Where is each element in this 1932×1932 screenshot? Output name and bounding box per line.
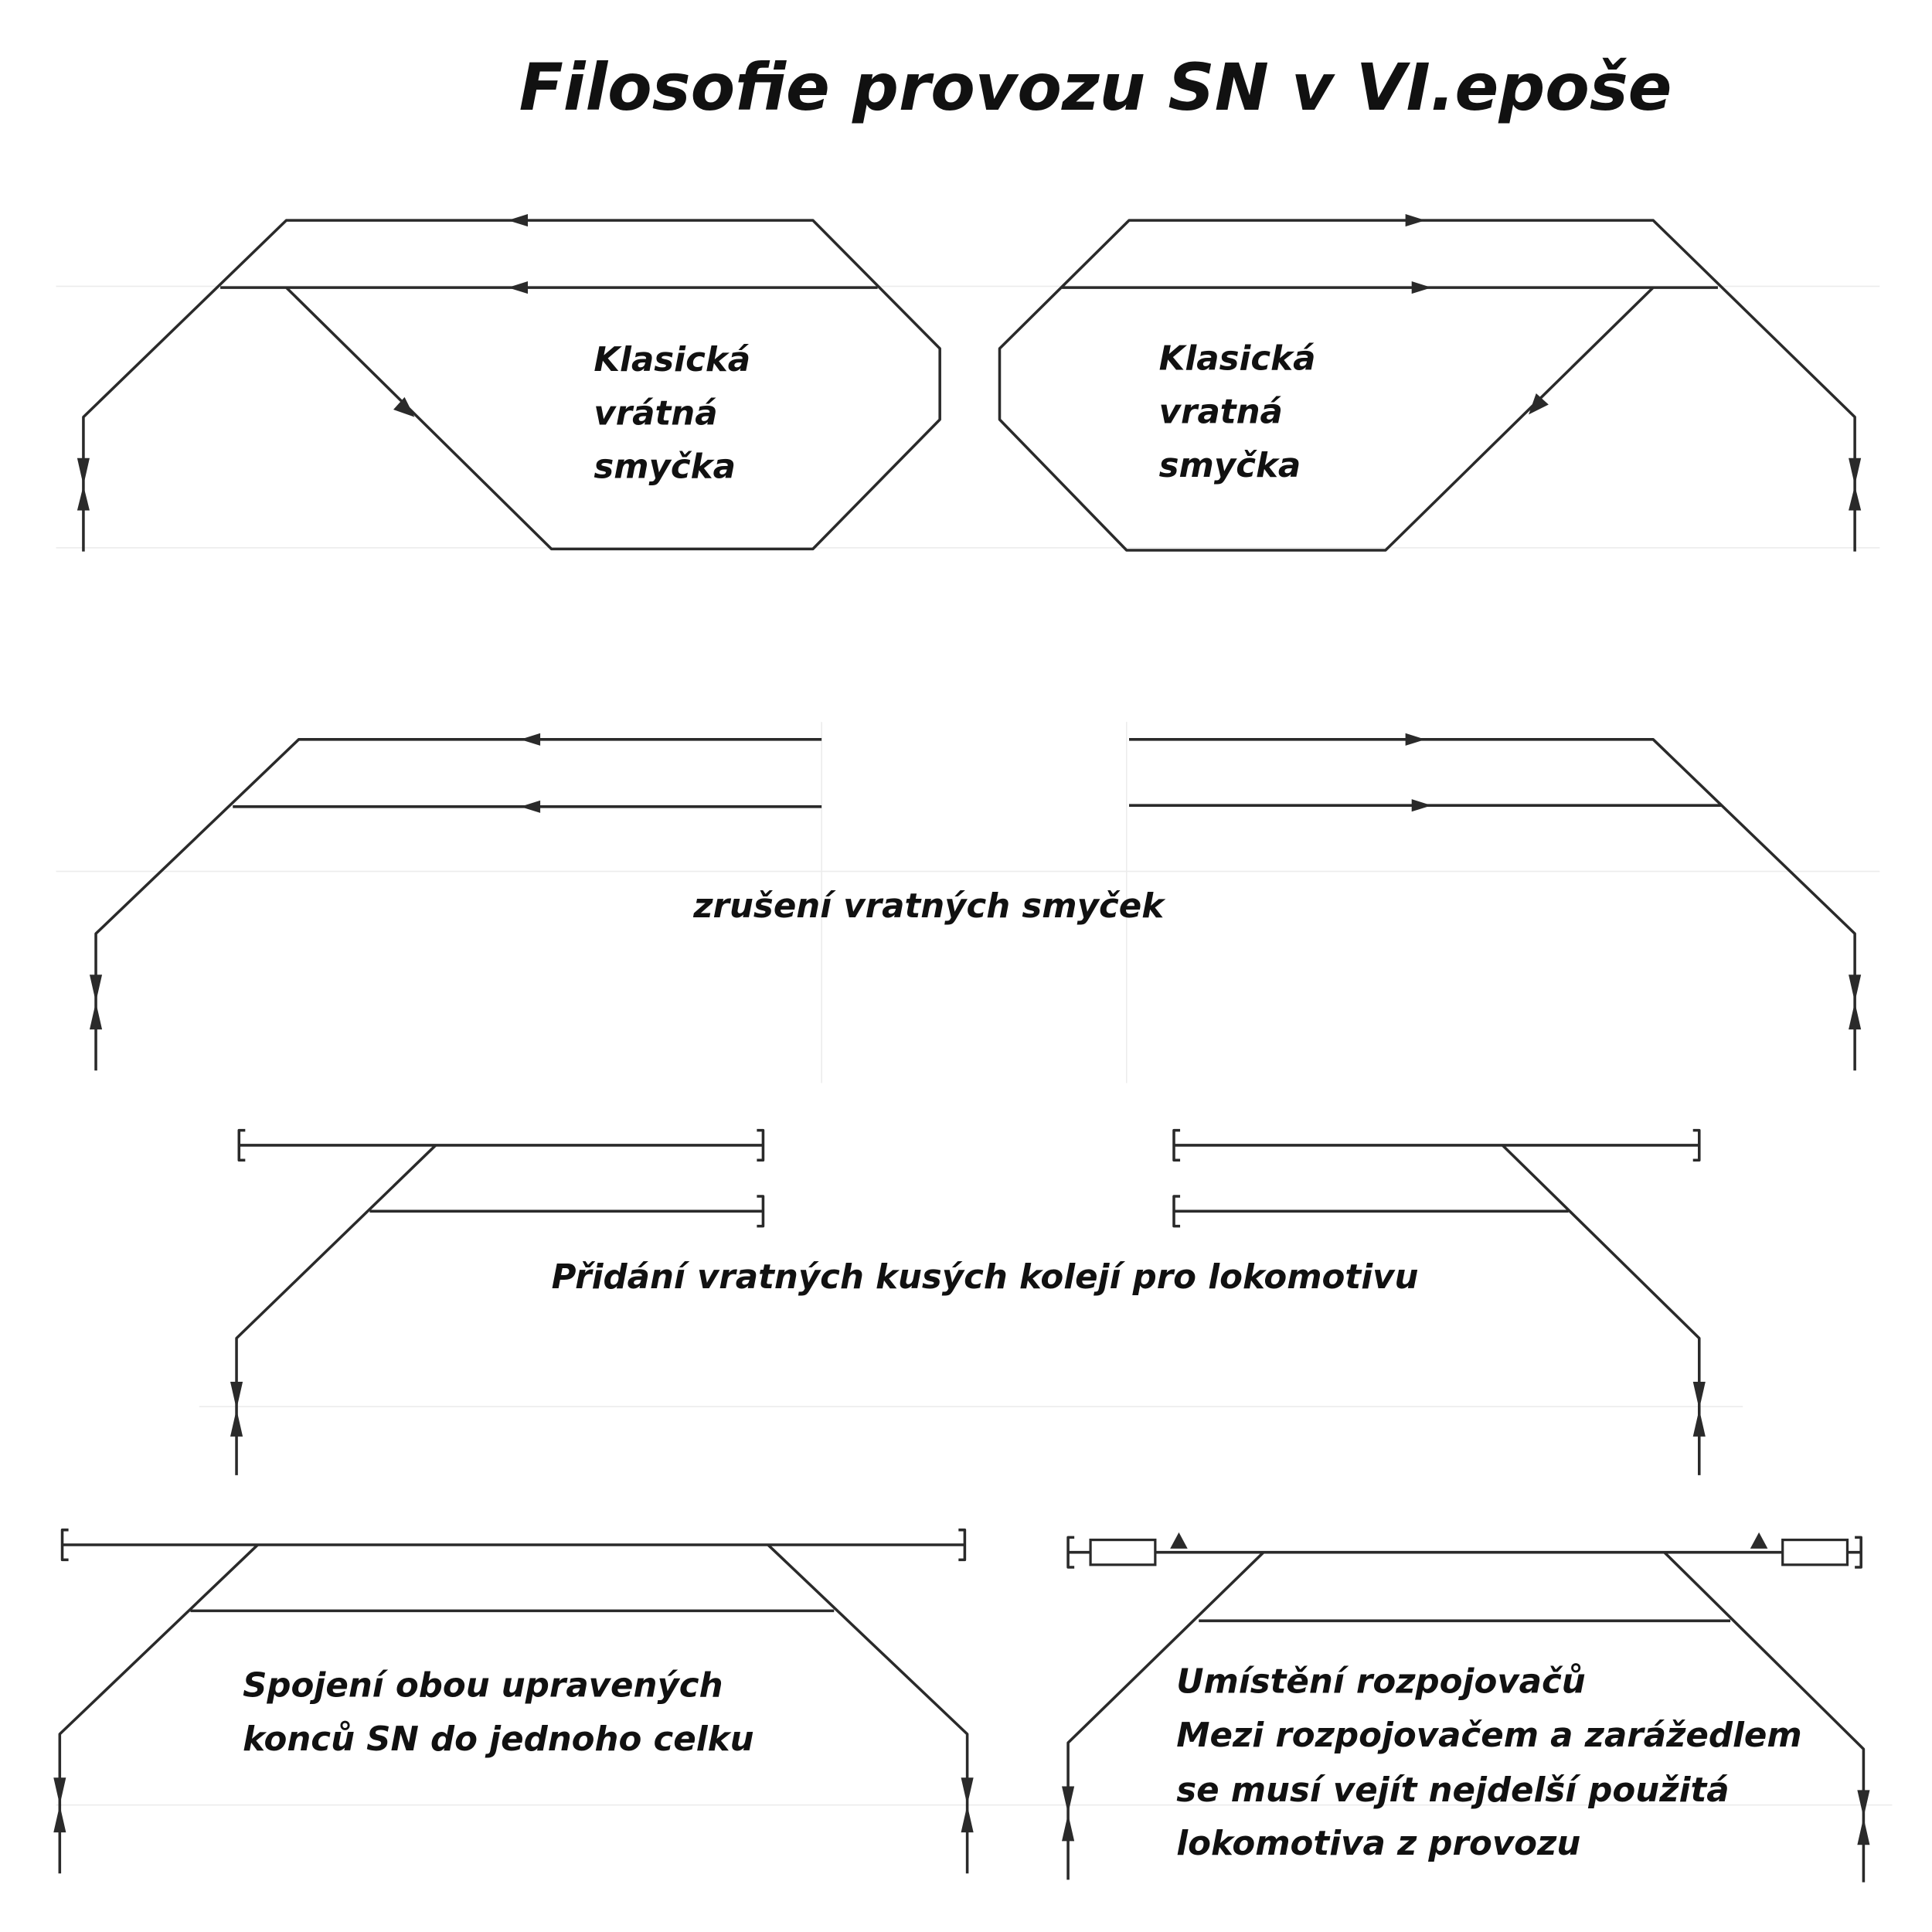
bidirectional-arrow-icon <box>1849 457 1862 511</box>
bidirectional-arrow-icon <box>53 1777 66 1833</box>
arrow-left-icon <box>508 281 528 294</box>
arrow-right-icon <box>1405 733 1426 746</box>
arrow-right-icon <box>1405 214 1426 227</box>
loop-right-diagram: Klasická vratná smyčka <box>998 214 1862 552</box>
signal-triangle-icon <box>1750 1532 1768 1549</box>
loop-left-diagram: Klasická vrátná smyčka <box>77 214 941 552</box>
bidirectional-arrow-icon <box>1849 975 1862 1030</box>
loop-left-label-1: Klasická <box>594 341 750 379</box>
bidirectional-arrow-icon <box>230 1382 243 1437</box>
loops-removed-diagram: zrušení vratných smyček <box>89 733 1862 1071</box>
arrow-left-icon <box>520 733 541 746</box>
loop-right-label-3: smyčka <box>1159 447 1301 485</box>
disconnectors-diagram: Umístění rozpojovačů Mezi rozpojovačem a… <box>1062 1532 1870 1883</box>
stub-tracks-diagram: Přidání vratných kusých kolejí pro lokom… <box>230 1128 1706 1475</box>
bidirectional-arrow-icon <box>1062 1786 1075 1842</box>
arrow-down-left-icon <box>1529 393 1549 415</box>
loop-right-label-2: vratná <box>1159 393 1283 432</box>
joined-label-2: konců SN do jednoho celku <box>243 1720 753 1759</box>
bidirectional-arrow-icon <box>961 1777 974 1833</box>
bidirectional-arrow-icon <box>1857 1790 1870 1845</box>
disconnectors-label-4: lokomotiva z provozu <box>1176 1825 1580 1863</box>
arrow-right-icon <box>1411 799 1432 812</box>
bidirectional-arrow-icon <box>89 975 103 1030</box>
loop-left-label-2: vrátná <box>594 394 717 433</box>
arrow-left-icon <box>508 214 528 227</box>
arrow-left-icon <box>520 800 541 813</box>
disconnectors-label-1: Umístění rozpojovačů <box>1176 1663 1586 1702</box>
loop-right-label-1: Klasická <box>1159 339 1316 378</box>
stub-tracks-label: Přidání vratných kusých kolejí pro lokom… <box>552 1258 1419 1297</box>
disconnector-left <box>1089 1538 1157 1566</box>
page-title: Filosofie provozu SN v VI.epoše <box>519 49 1672 125</box>
disconnector-right <box>1781 1538 1849 1566</box>
arrow-right-icon <box>1411 281 1432 294</box>
background-grid <box>56 285 1893 1806</box>
bidirectional-arrow-icon <box>1692 1382 1706 1437</box>
signal-triangle-icon <box>1170 1532 1188 1549</box>
arrow-down-right-icon <box>393 396 415 417</box>
disconnectors-label-3: se musí vejít nejdelší použitá <box>1176 1771 1729 1810</box>
disconnectors-label-2: Mezi rozpojovačem a zarážedlem <box>1176 1716 1802 1755</box>
bidirectional-arrow-icon <box>77 457 90 511</box>
joined-diagram: Spojení obou upravených konců SN do jedn… <box>53 1528 974 1874</box>
loop-left-label-3: smyčka <box>594 448 736 487</box>
joined-label-1: Spojení obou upravených <box>243 1667 723 1706</box>
loops-removed-label: zrušení vratných smyček <box>692 887 1166 926</box>
